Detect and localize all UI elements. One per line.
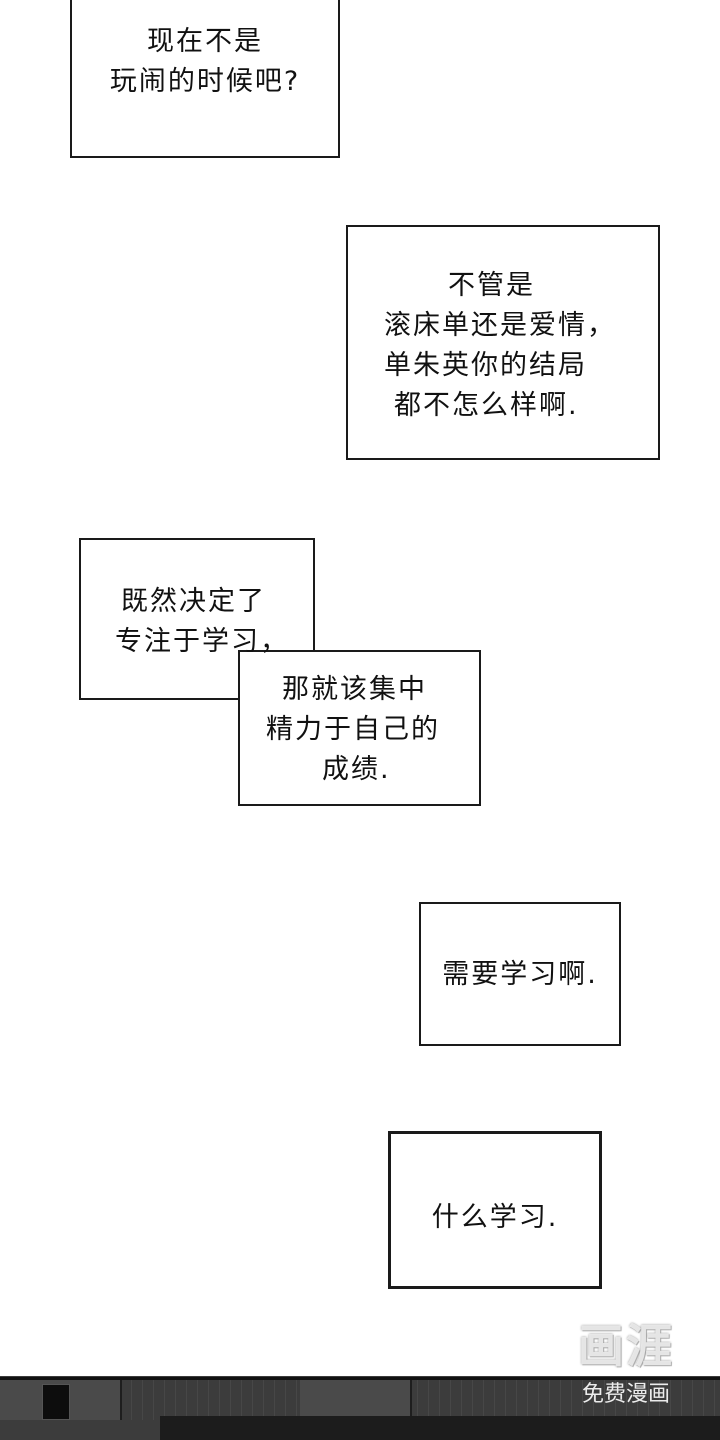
speech-text-5: 需要学习啊.	[419, 955, 621, 995]
speech-line: 现在不是	[147, 26, 263, 57]
speech-line: 专注于学习，	[115, 626, 289, 657]
speech-text-6: 什么学习.	[388, 1198, 602, 1238]
panel-border	[0, 1377, 720, 1380]
speech-box-1	[70, 0, 340, 158]
watermark-subtitle: 免费漫画	[581, 1382, 670, 1407]
speech-line: 什么学习.	[431, 1202, 559, 1233]
speech-line: 那就该集中	[282, 674, 427, 705]
speech-text-2: 不管是 滚床单还是爱情， 单朱英你的结局 都不怎么样啊.	[346, 266, 660, 426]
watermark-logo: 画涯	[578, 1319, 674, 1373]
speech-line: 滚床单还是爱情，	[384, 310, 616, 341]
speech-box-6	[388, 1131, 602, 1289]
speech-line: 精力于自己的	[266, 714, 440, 745]
speech-line: 玩闹的时候吧?	[109, 66, 301, 97]
speech-line: 既然决定了	[121, 586, 266, 617]
panel-slab	[300, 1380, 412, 1420]
speech-line: 单朱英你的结局	[384, 350, 587, 381]
speech-line: 不管是	[448, 270, 535, 301]
speech-text-4: 那就该集中 精力于自己的 成绩.	[238, 670, 481, 790]
box-join-cover	[240, 652, 313, 698]
panel-shadow	[160, 1416, 720, 1440]
speech-box-5	[419, 902, 621, 1046]
speech-text-3: 既然决定了 专注于学习，	[79, 582, 315, 662]
panel-block	[42, 1384, 70, 1420]
speech-box-2	[346, 225, 660, 460]
panel-strip	[0, 1376, 720, 1440]
speech-line: 需要学习啊.	[442, 959, 598, 990]
speech-line: 都不怎么样啊.	[394, 390, 579, 421]
speech-text-1: 现在不是 玩闹的时候吧?	[70, 22, 340, 102]
speech-line: 成绩.	[322, 754, 391, 785]
